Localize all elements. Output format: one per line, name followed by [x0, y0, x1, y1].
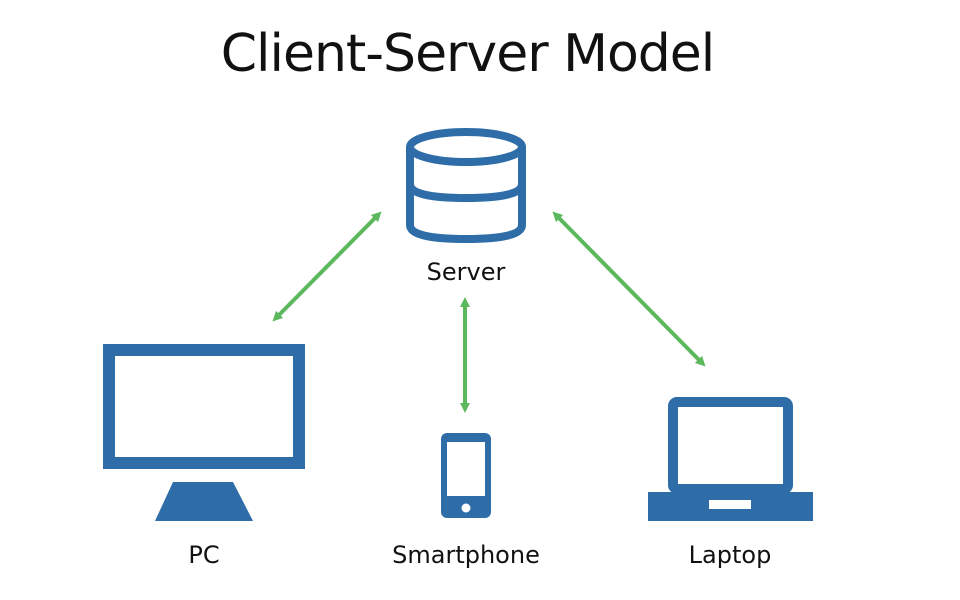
smartphone-label: Smartphone — [392, 541, 540, 569]
database-icon — [406, 128, 526, 244]
desktop-monitor-icon — [103, 344, 305, 521]
pc-label: PC — [188, 541, 220, 569]
server-label: Server — [426, 258, 506, 286]
laptop-icon — [648, 397, 813, 521]
smartphone-icon — [441, 433, 491, 518]
diagram-title: Client-Server Model — [220, 24, 715, 84]
connector-server-pc — [272, 211, 382, 322]
laptop-label: Laptop — [688, 541, 772, 569]
connector-server-laptop — [552, 211, 706, 367]
